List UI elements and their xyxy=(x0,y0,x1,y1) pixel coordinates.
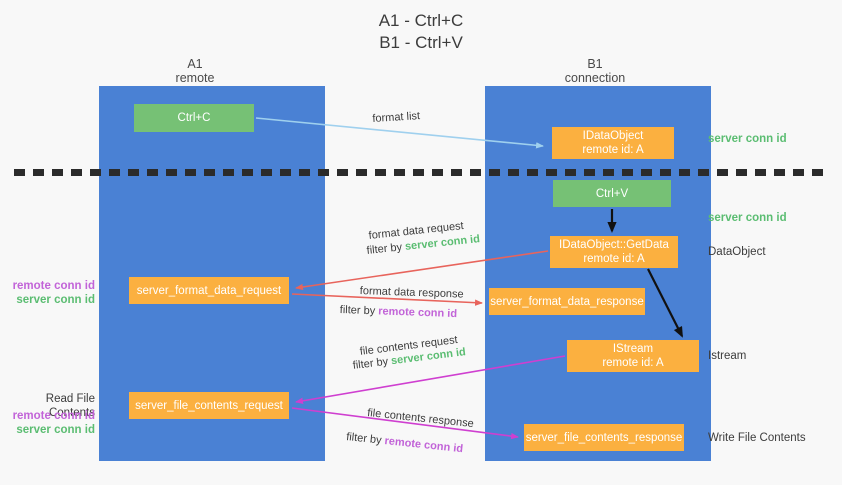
column-b1-name: B1 xyxy=(587,57,603,71)
label-write-file-contents: Write File Contents xyxy=(708,432,806,444)
box-server-format-data-response[interactable]: server_format_data_response xyxy=(489,288,645,315)
label-server-conn-id-right-1: server conn id xyxy=(708,133,787,145)
caption-filter-prefix: filter by xyxy=(366,240,406,257)
dashed-divider xyxy=(14,169,828,176)
box-idataobject-getdata-title: IDataObject::GetData xyxy=(559,239,669,251)
box-idataobject-subtitle: remote id: A xyxy=(582,144,644,156)
label-istream: Istream xyxy=(708,350,747,362)
column-header-a1: A1 remote xyxy=(120,57,270,85)
box-istream-title: IStream xyxy=(612,343,654,355)
box-server-format-data-request-label: server_format_data_request xyxy=(136,284,282,297)
label-remote-conn-id-left-1: remote conn id xyxy=(12,280,95,292)
column-a1-role: remote xyxy=(175,71,215,85)
box-server-file-contents-request-label: server_file_contents_request xyxy=(135,399,283,412)
caption-format-data-response: format data response xyxy=(359,284,464,301)
box-idataobject[interactable]: IDataObject remote id: A xyxy=(552,127,674,159)
column-b1-role: connection xyxy=(564,71,626,85)
box-ctrl-v-label: Ctrl+V xyxy=(595,187,629,200)
caption-format-list: format list xyxy=(372,110,421,125)
box-istream-subtitle: remote id: A xyxy=(602,357,664,369)
box-server-file-contents-response[interactable]: server_file_contents_response xyxy=(524,424,684,451)
box-idataobject-getdata[interactable]: IDataObject::GetData remote id: A xyxy=(550,236,678,268)
page-title: A1 - Ctrl+C B1 - Ctrl+V xyxy=(0,10,842,54)
caption-filter-prefix: filter by xyxy=(345,430,386,447)
box-istream[interactable]: IStream remote id: A xyxy=(567,340,699,372)
caption-file-contents-response-filter: filter by remote conn id xyxy=(345,430,464,457)
box-ctrl-c-label: Ctrl+C xyxy=(177,112,211,124)
box-server-file-contents-response-label: server_file_contents_response xyxy=(525,431,683,444)
label-conn-ids-left-2: remote conn id server conn id xyxy=(0,409,95,437)
title-line-2: B1 - Ctrl+V xyxy=(379,33,463,52)
column-header-b1: B1 connection xyxy=(520,57,670,85)
box-server-format-data-request[interactable]: server_format_data_request xyxy=(129,277,289,304)
box-ctrl-c[interactable]: Ctrl+C xyxy=(134,104,254,132)
caption-format-data-response-filter: filter by remote conn id xyxy=(339,303,458,322)
box-idataobject-getdata-subtitle: remote id: A xyxy=(583,253,645,265)
label-server-conn-id-left-1: server conn id xyxy=(16,294,95,306)
caption-filter-key-remote-conn-id: remote conn id xyxy=(383,435,464,456)
caption-filter-prefix: filter by xyxy=(339,303,379,318)
label-remote-conn-id-left-2: remote conn id xyxy=(12,410,95,422)
caption-file-contents-response: file contents response xyxy=(366,406,475,431)
column-a1-name: A1 xyxy=(187,57,203,71)
box-server-format-data-response-label: server_format_data_response xyxy=(490,295,644,308)
label-server-conn-id-right-2: server conn id xyxy=(708,212,787,224)
caption-filter-key-remote-conn-id: remote conn id xyxy=(378,305,458,321)
label-conn-ids-left-1: remote conn id server conn id xyxy=(0,279,95,307)
caption-filter-prefix: filter by xyxy=(352,355,392,372)
label-dataobject: DataObject xyxy=(708,246,766,258)
box-server-file-contents-request[interactable]: server_file_contents_request xyxy=(129,392,289,419)
label-server-conn-id-left-2: server conn id xyxy=(16,424,95,436)
box-ctrl-v[interactable]: Ctrl+V xyxy=(553,180,671,207)
title-line-1: A1 - Ctrl+C xyxy=(378,11,464,30)
box-idataobject-title: IDataObject xyxy=(582,130,644,142)
label-read-file-contents: Read File Contents xyxy=(45,393,95,419)
